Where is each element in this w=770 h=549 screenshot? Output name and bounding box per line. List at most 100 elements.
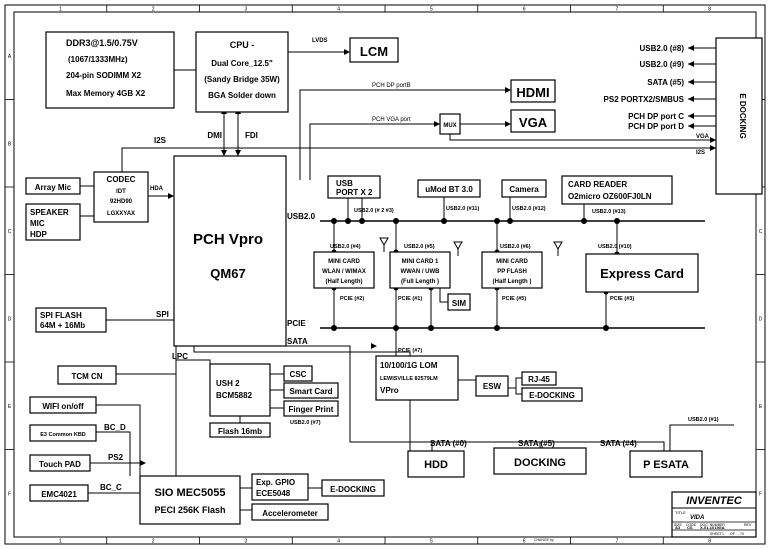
svg-text:USB2.0 (#6): USB2.0 (#6) [500,244,531,250]
column-label-bottom: 2 [152,539,155,545]
svg-text:BCM5882: BCM5882 [216,391,253,400]
e-docking-lom-block: E-DOCKING [521,387,583,402]
ddr3-line-2: (1067/1333MHz) [68,55,128,64]
ddr3-line-3: 204-pin SODIMM X2 [66,71,142,80]
svg-text:SIM: SIM [452,299,467,308]
svg-text:SPI FLASH: SPI FLASH [40,311,82,320]
svg-text:SATA (#4): SATA (#4) [600,439,637,448]
connections [80,47,734,511]
antenna-icon [553,241,563,256]
sim-block: SIM [447,293,471,311]
svg-text:DOCKING: DOCKING [514,457,566,469]
svg-text:TITLE: TITLE [675,510,686,515]
codec-block: CODEC IDT 92HD90 LGXXYAX [93,171,149,223]
antenna-icon [453,241,463,256]
svg-text:LGXXYAX: LGXXYAX [107,211,135,217]
svg-text:CARD READER: CARD READER [568,180,627,189]
tcm-block: TCM CN [57,365,117,385]
svg-text:CSC: CSC [290,370,307,379]
ddr3-line-1: DDR3@1.5/0.75V [66,38,138,48]
svg-text:X-01-1015GA: X-01-1015GA [700,525,725,530]
column-label-bottom: 5 [430,539,433,545]
vga-dock-line [449,134,716,141]
svg-text:10/100/1G LOM: 10/100/1G LOM [380,361,438,370]
row-label-left: A [8,54,12,60]
camera-block: Camera [501,179,547,198]
sio-block: SIO MEC5055 PECI 256K Flash [139,475,241,525]
p-esata-block: P ESATA [629,450,703,478]
esw-block: ESW [475,375,509,397]
column-label-top: 1 [59,7,62,13]
e-docking-gpio-block: E-DOCKING [321,479,385,497]
cpu-block: CPU - Dual Core_12.5" (Sandy Bridge 35W)… [195,31,289,113]
hdmi-block: HDMI [510,79,556,103]
svg-text:MIC: MIC [30,219,45,228]
express-card-block: Express Card [585,253,699,293]
svg-text:Accelerometer: Accelerometer [262,509,318,518]
column-label-top: 6 [523,7,526,13]
speaker-block: SPEAKER MIC HDP [25,203,81,241]
svg-text:PORT X 2: PORT X 2 [336,188,373,197]
svg-text:Exp. GPIO: Exp. GPIO [256,478,295,487]
ush-block: USH 2 BCM5882 [209,363,271,417]
row-label-left: E [8,404,12,410]
svg-text:QM67: QM67 [210,266,245,281]
svg-text:DMI: DMI [207,131,222,140]
svg-text:Array Mic: Array Mic [35,183,72,192]
usb-port-block: USB PORT X 2 [327,175,381,199]
cpu-line-4: BGA Solder down [208,91,276,100]
svg-text:CHANGE by: CHANGE by [534,538,554,542]
svg-text:PCH Vpro: PCH Vpro [193,231,263,248]
column-label-bottom: 1 [59,539,62,545]
svg-text:USB2.0 (#8): USB2.0 (#8) [640,44,685,53]
svg-text:PCIE (#5): PCIE (#5) [502,296,526,302]
svg-text:E3 Common KBD: E3 Common KBD [40,432,86,438]
svg-text:FDI: FDI [245,131,258,140]
svg-text:uMod BT 3.0: uMod BT 3.0 [425,185,473,194]
kbd-block: E3 Common KBD [29,424,97,442]
column-label-bottom: 6 [523,539,526,545]
lom-block: 10/100/1G LOM LEWISVILLE 82579LM VPro [375,355,459,401]
ddr3-block: DDR3@1.5/0.75V (1067/1333MHz) 204-pin SO… [45,31,175,109]
svg-text:VGA: VGA [696,134,710,140]
svg-text:Flash 16mb: Flash 16mb [218,427,262,436]
cpu-line-3: (Sandy Bridge 35W) [204,75,280,84]
svg-text:LPC: LPC [172,352,188,361]
svg-text:PCH DP port D: PCH DP port D [628,122,684,131]
svg-text:ESW: ESW [483,382,502,391]
flash16-block: Flash 16mb [209,422,271,438]
svg-text:USB2.0 (#1): USB2.0 (#1) [688,417,719,423]
svg-text:MINI CARD 1: MINI CARD 1 [402,259,439,265]
svg-text:DOC. NUMBER: DOC. NUMBER [700,523,725,527]
svg-text:USH 2: USH 2 [216,379,240,388]
svg-text:PCIE (#3): PCIE (#3) [610,296,634,302]
e-docking-block: E DOCKING [715,37,763,195]
emc-block: EMC4021 [29,484,89,502]
touchpad-block: Touch PAD [29,454,91,472]
vga-port-line [309,123,440,180]
svg-text:BC_D: BC_D [104,423,126,432]
svg-text:BC_C: BC_C [100,483,122,492]
row-label-left: D [8,316,12,322]
svg-text:E DOCKING: E DOCKING [738,93,747,138]
svg-text:OF: OF [730,532,735,536]
svg-text:I2S: I2S [154,136,167,145]
column-label-bottom: 8 [708,539,711,545]
svg-text:USB2.0 (#5): USB2.0 (#5) [404,244,435,250]
cpu-line-1: CPU - [230,40,255,50]
mini-card-wlan-block: MINI CARD WLAN / WIMAX (Half Length) [313,251,375,289]
exp-gpio-block: Exp. GPIO ECE5048 [251,473,309,501]
svg-text:ECE5048: ECE5048 [256,489,291,498]
svg-text:Smart Card: Smart Card [289,387,332,396]
svg-text:Camera: Camera [509,185,539,194]
svg-text:PCIE (#1): PCIE (#1) [398,296,422,302]
svg-text:Express Card: Express Card [600,266,684,281]
svg-text:LCM: LCM [360,44,388,59]
svg-text:LVDS: LVDS [312,38,328,44]
card-reader-block: CARD READER O2micro OZ600FJ0LN [561,175,673,205]
row-label-left: C [8,229,12,235]
svg-text:USB2.0 (#9): USB2.0 (#9) [640,60,685,69]
svg-text:PCH DP port C: PCH DP port C [628,112,684,121]
svg-text:PS2: PS2 [108,453,124,462]
dp-portb-line [299,89,505,180]
